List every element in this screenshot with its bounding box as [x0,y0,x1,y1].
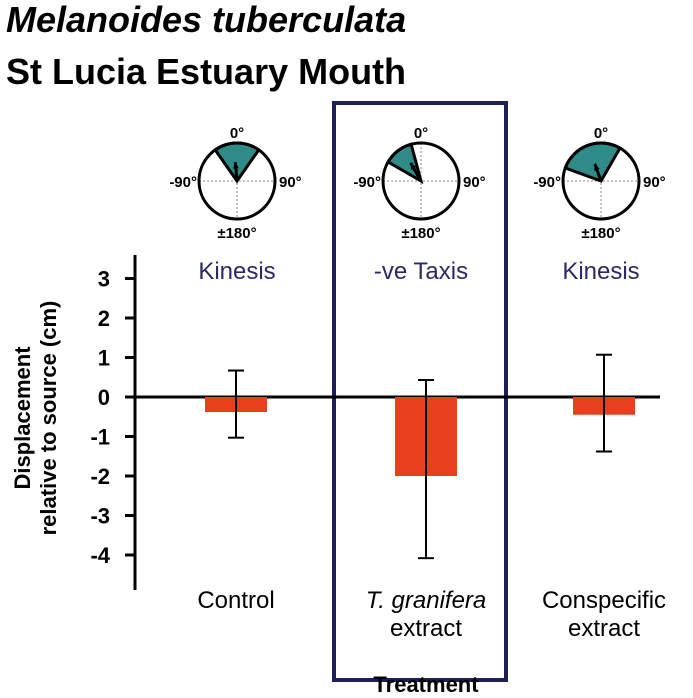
x-category-label: T. granifera [366,587,487,614]
circular-plots: 0° -90° 90° ±180° Kinesis 0° -90° 90° ±180° -ve T… [169,125,665,285]
circle-wedge [386,142,424,185]
circle-label-bottom: ±180° [217,225,256,242]
circle-arrow-head [410,162,417,170]
circle-label-right: 90° [643,174,666,191]
y-tick-label: 1 [98,346,110,371]
circle-outline [197,141,277,221]
bars [205,353,635,560]
circle-arrow-head [594,163,600,171]
circle-result-label: Kinesis [198,258,275,285]
circle-arrow-head [232,162,239,169]
circle-label-right: 90° [279,174,302,191]
circle-wedge [563,141,623,183]
circle-label-bottom: ±180° [581,225,620,242]
x-category-label-line2: extract [568,615,640,642]
chart-title: Melanoides tuberculata [6,0,406,40]
y-tick-label: -2 [90,464,110,489]
circle-result-label: -ve Taxis [374,258,468,285]
circle-label-left: -90° [169,174,197,191]
circle-label-right: 90° [463,174,486,191]
circle-result-label: Kinesis [562,258,639,285]
circle-label-top: 0° [230,125,244,142]
x-axis-label: Treatment [373,672,479,697]
y-tick-label: 3 [98,267,110,292]
circle-outline [381,141,461,221]
circular-plot: 0° -90° 90° ±180° Kinesis [533,125,665,285]
y-axis-label-line1: Displacement [10,346,35,490]
circle-label-left: -90° [353,174,381,191]
circular-plot: 0° -90° 90° ±180° Kinesis [169,125,301,285]
y-tick-label: 2 [98,306,110,331]
y-axis-label-line2: relative to source (cm) [36,301,61,536]
circular-plot: 0° -90° 90° ±180° -ve Taxis [353,125,485,285]
circle-outline [561,141,641,221]
y-tick-label: -4 [90,543,110,568]
y-tick-label: 0 [98,385,110,410]
y-tick-label: -1 [90,425,110,450]
circle-label-bottom: ±180° [401,225,440,242]
x-category-label: Conspecific [542,587,666,614]
circle-label-left: -90° [533,174,561,191]
x-category-label: Control [197,587,274,614]
x-category-label-line2: extract [390,615,462,642]
circle-label-top: 0° [414,125,428,142]
chart-subtitle: St Lucia Estuary Mouth [6,51,406,92]
y-tick-label: -3 [90,504,110,529]
circle-label-top: 0° [594,125,608,142]
highlight-box [332,101,508,682]
y-axis-ticks: 3 2 1 0 -1 -2 -3 -4 [90,267,135,568]
